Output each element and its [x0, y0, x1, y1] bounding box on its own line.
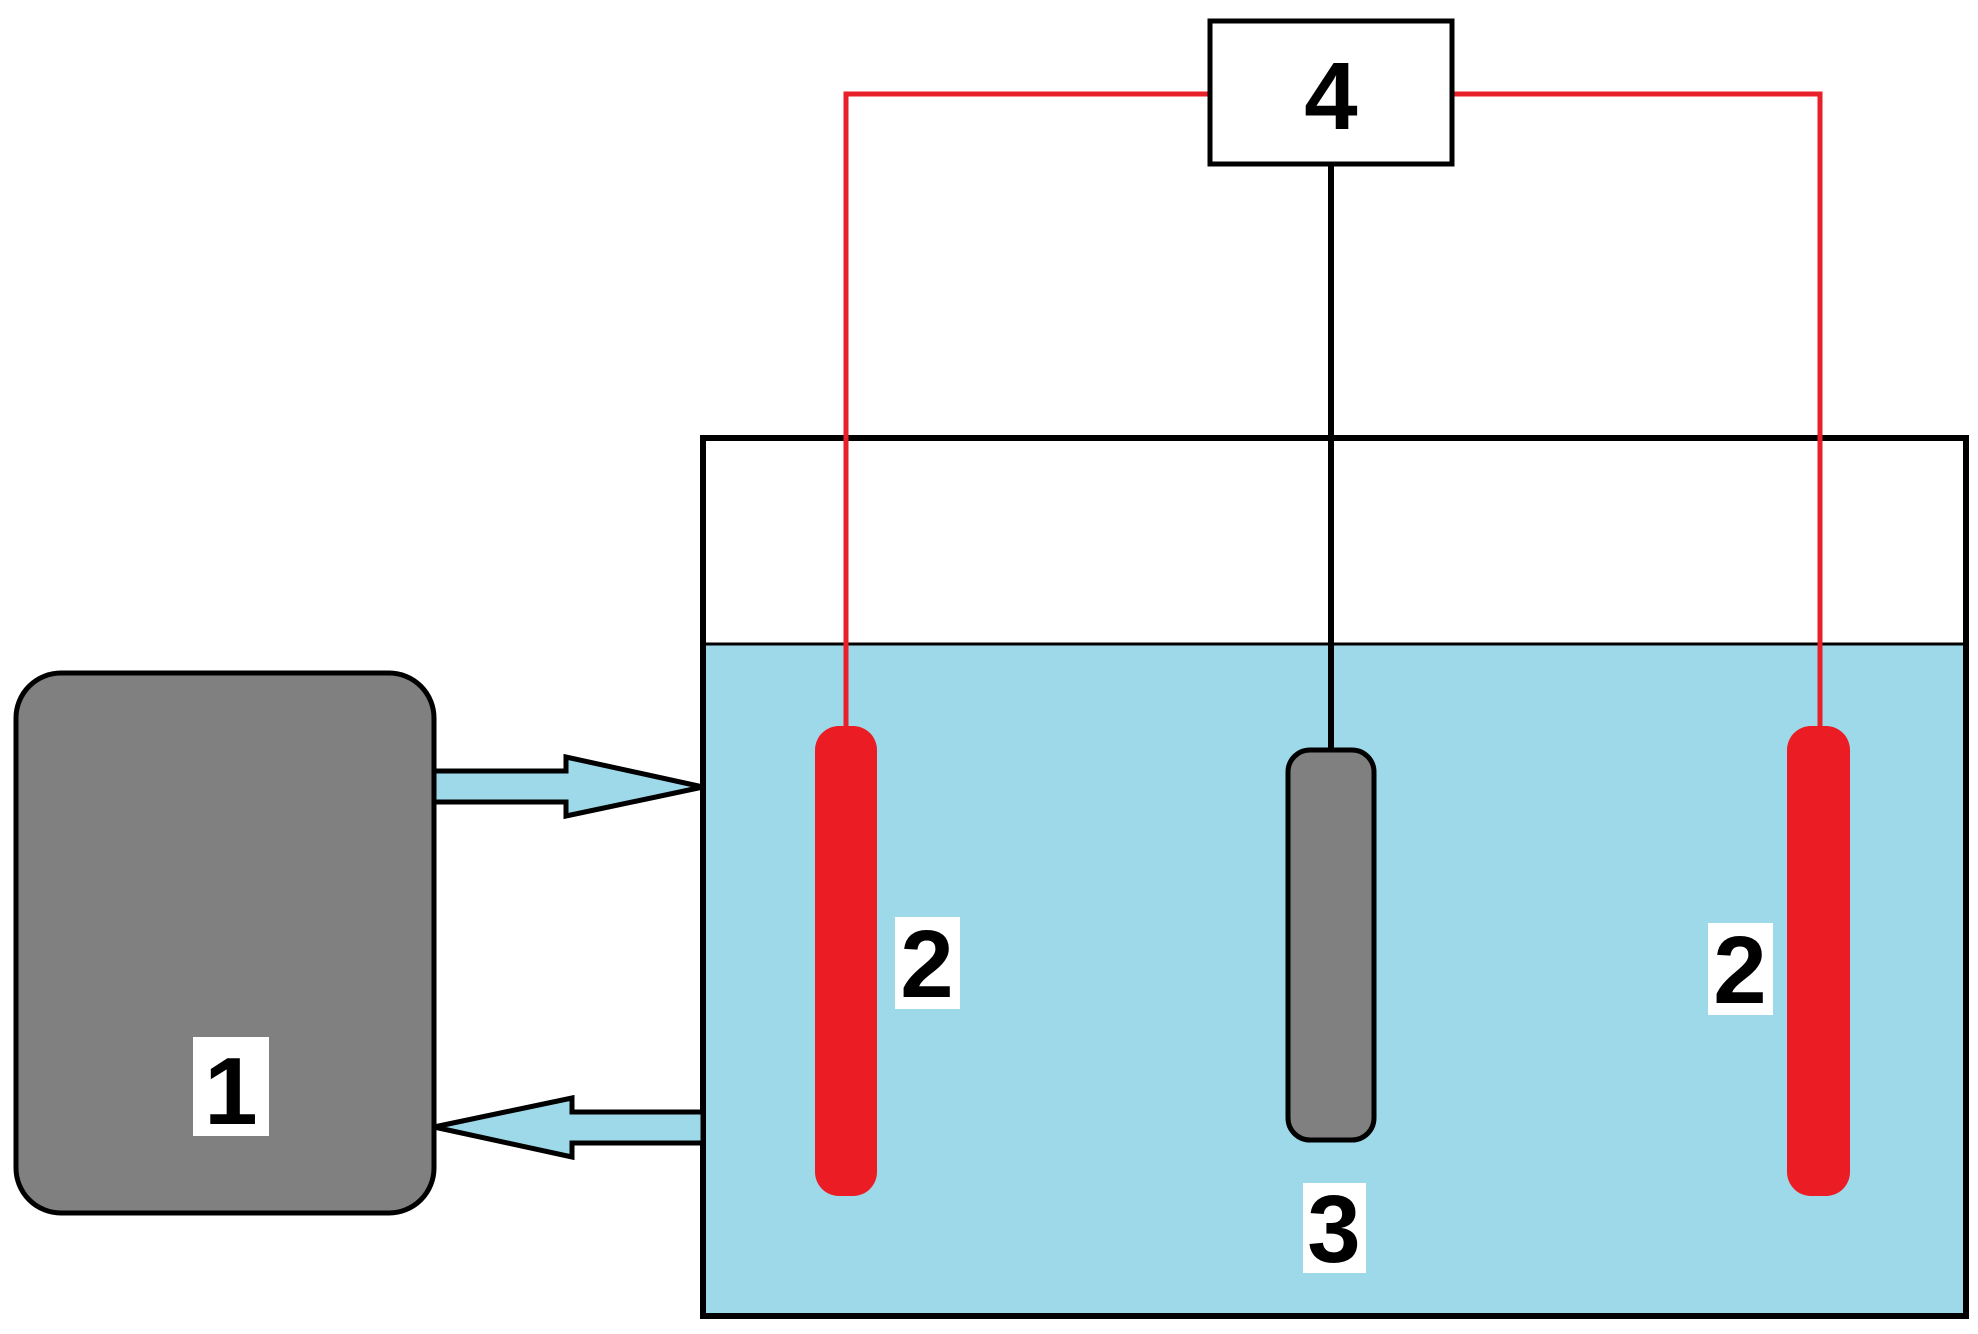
label-2-right-background — [1708, 923, 1773, 1015]
wire-red-left — [843, 91, 1210, 730]
wire-red-right — [1451, 91, 1823, 730]
label-device-4: 4 — [1304, 43, 1357, 150]
label-2-left-background — [895, 917, 960, 1009]
tank-outline — [700, 435, 1969, 1319]
unit-1-box — [13, 670, 437, 1216]
arrow-to-tank — [431, 753, 704, 820]
label-electrode-center: 3 — [1307, 1176, 1360, 1283]
device-4-box — [1207, 18, 1455, 167]
label-1-background — [193, 1037, 269, 1136]
electrode-left — [815, 726, 877, 1196]
label-electrode-right: 2 — [1713, 917, 1766, 1024]
label-unit-1: 1 — [204, 1038, 257, 1145]
label-3-background — [1303, 1183, 1366, 1273]
label-electrode-left: 2 — [900, 911, 953, 1018]
electrode-right — [1787, 726, 1850, 1196]
arrow-from-tank — [433, 1094, 706, 1161]
electrode-center — [1285, 747, 1377, 1143]
